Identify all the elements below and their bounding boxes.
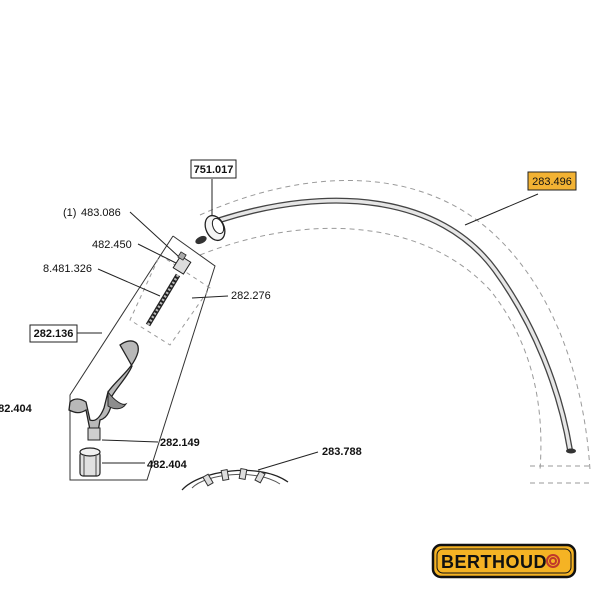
label-box-282-136 (29, 324, 78, 343)
nozzle-dashed-box (129, 254, 211, 346)
part-label-483-086: 483.086 (81, 207, 121, 219)
hose-dashed-outline (199, 179, 591, 484)
nut-482-404 (79, 447, 101, 477)
part-label-283-788: 283.788 (322, 446, 362, 458)
part-label-283-496: 283.496 (532, 176, 572, 188)
hose-clamp-751-017 (195, 214, 226, 245)
label-box-751-017 (190, 159, 237, 179)
brand-swirl-icon (546, 554, 560, 568)
part-label-282-276: 282.276 (231, 290, 271, 302)
gun-assembly-frame (69, 235, 216, 481)
part-label-282-149: 282.149 (160, 437, 200, 449)
part-label-483-086-prefix: (1) (63, 207, 76, 219)
spray-gun-body (68, 340, 139, 441)
nozzle-482-450 (172, 251, 192, 275)
berthoud-logo: BERTHOUD (431, 543, 577, 579)
part-label-482-404: 482.404 (147, 459, 188, 471)
hose-reel-283-788 (181, 467, 289, 491)
label-box-283-496 (527, 171, 577, 191)
leader-lines (77, 179, 539, 471)
part-label-482-404-left: 482.404 (0, 403, 33, 415)
part-label-751-017: 751.017 (194, 164, 234, 176)
part-label-8-481-326: 8.481.326 (43, 263, 92, 275)
part-label-482-450: 482.450 (92, 239, 132, 251)
part-label-282-136: 282.136 (34, 328, 74, 340)
brand-name: BERTHOUD (441, 552, 547, 572)
lance-8-481-326 (145, 273, 181, 327)
hose-283-496 (217, 197, 576, 454)
